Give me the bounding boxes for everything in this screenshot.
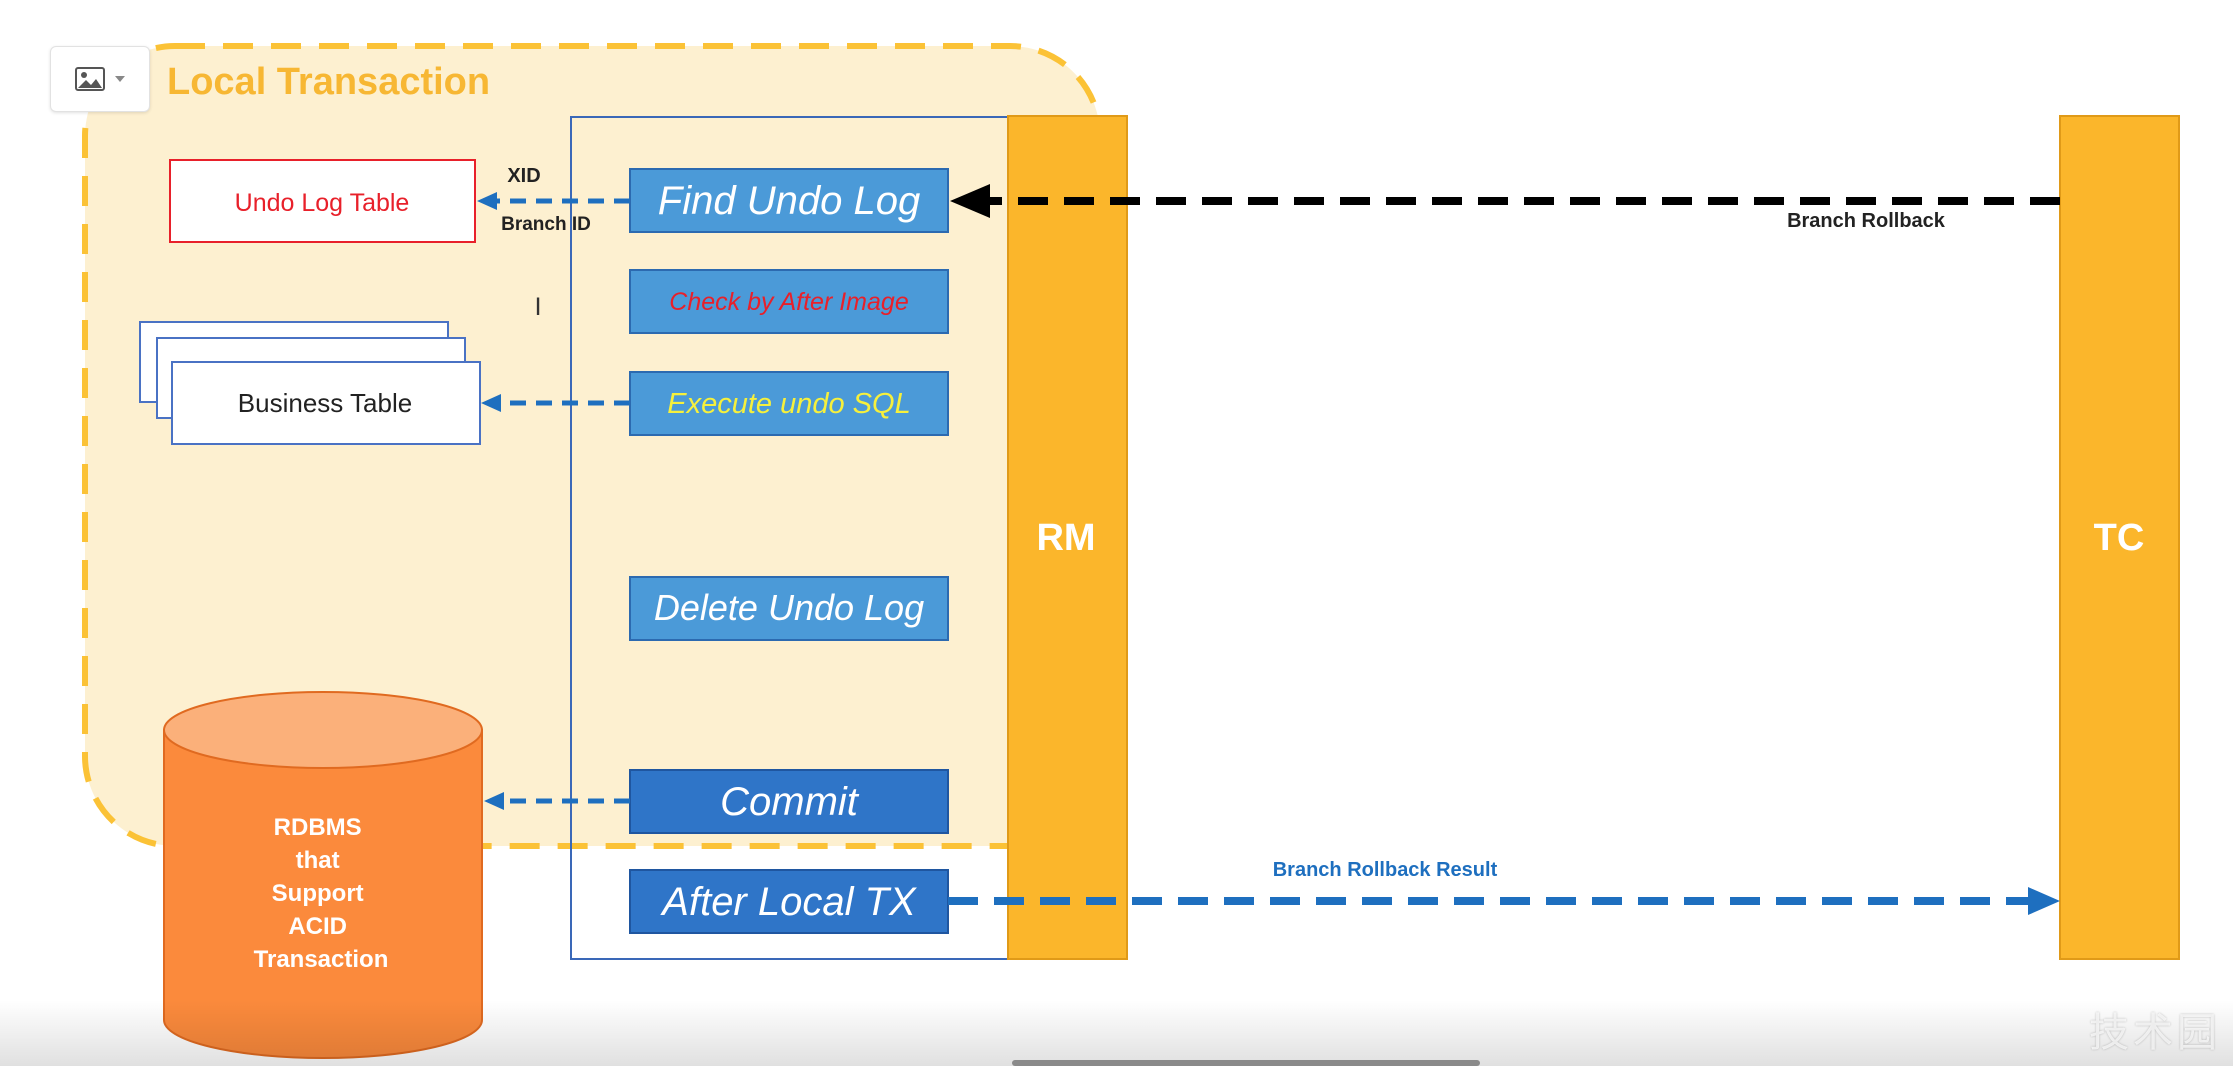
- undo-log-table-label: Undo Log Table: [235, 189, 410, 217]
- image-icon: [75, 67, 105, 91]
- branch-rollback-result-arrow-head: [2028, 887, 2060, 915]
- check-after-image-step: [629, 269, 949, 334]
- commit-step: [629, 769, 949, 834]
- execute-undo-sql-arrow-head: [481, 394, 501, 412]
- execute-undo-sql-step: [629, 371, 949, 436]
- delete-undo-log-step: [629, 576, 949, 641]
- text-cursor-icon: I: [534, 293, 541, 321]
- local-transaction-region: [82, 43, 1103, 849]
- find-undo-log-arrow-head: [477, 192, 497, 210]
- undo-log-table-box: [169, 159, 476, 243]
- branch-rollback-arrow-head: [950, 184, 990, 218]
- rdbms-cylinder: [163, 691, 483, 1059]
- delete-undo-log-label: Delete Undo Log: [654, 587, 924, 628]
- branch-rollback-result-label: Branch Rollback Result: [1273, 859, 1498, 881]
- commit-arrow-head: [484, 792, 504, 810]
- after-local-tx-label: After Local TX: [660, 880, 917, 924]
- execute-undo-sql-label: Execute undo SQL: [667, 388, 910, 420]
- tc-actor-bar: [2059, 115, 2180, 960]
- rm-actor-label: RM: [1036, 517, 1095, 559]
- rdbms-label-line-3: Support: [272, 880, 364, 907]
- chevron-down-icon: [115, 76, 125, 82]
- find-undo-log-label: Find Undo Log: [658, 179, 920, 223]
- find-undo-log-step: [629, 168, 949, 233]
- commit-label: Commit: [720, 780, 860, 824]
- rdbms-label-line-1: RDBMS: [274, 814, 362, 841]
- image-toolbar-button[interactable]: [50, 46, 150, 112]
- tc-actor-label: TC: [2094, 517, 2145, 559]
- horizontal-scrollbar[interactable]: [1012, 1060, 1480, 1066]
- rdbms-label-line-4: ACID: [288, 913, 347, 940]
- check-after-image-label: Check by After Image: [669, 288, 908, 316]
- rm-actor-bar: [1007, 115, 1128, 960]
- business-table-box: [171, 361, 481, 445]
- watermark-logo: 技术园: [2089, 1010, 2221, 1056]
- business-table-label: Business Table: [238, 388, 412, 418]
- branch-id-label: Branch ID: [501, 214, 591, 235]
- rdbms-label: RDBMS that Support ACID Transaction: [254, 814, 389, 973]
- rdbms-label-line-2: that: [296, 847, 340, 874]
- local-transaction-title: Local Transaction: [167, 61, 490, 103]
- top-strip: [0, 0, 2233, 8]
- branch-rollback-label: Branch Rollback: [1787, 210, 1946, 232]
- xid-label: XID: [507, 165, 540, 187]
- rdbms-label-line-5: Transaction: [254, 946, 389, 973]
